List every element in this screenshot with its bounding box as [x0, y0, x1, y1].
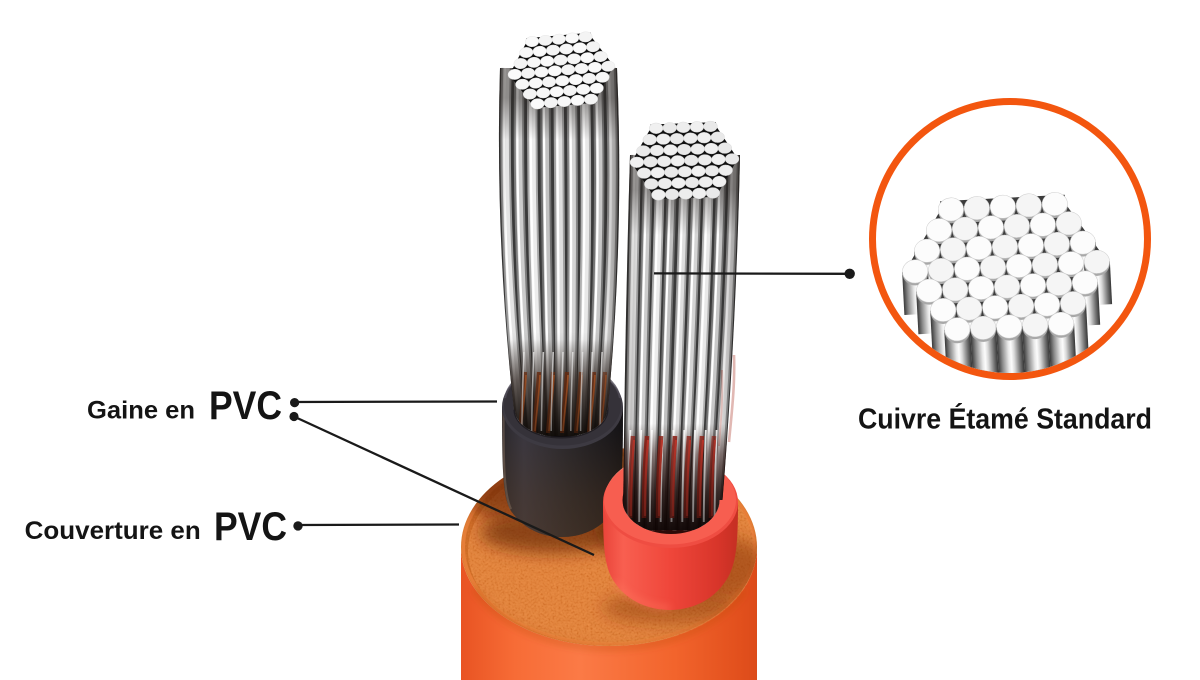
svg-text:PVC: PVC	[214, 505, 287, 549]
svg-text:Cuivre Étamé Standard: Cuivre Étamé Standard	[858, 404, 1152, 436]
svg-text:PVC: PVC	[209, 384, 282, 428]
svg-text:Gaine en: Gaine en	[87, 397, 195, 425]
svg-text:Couverture en: Couverture en	[25, 517, 201, 545]
